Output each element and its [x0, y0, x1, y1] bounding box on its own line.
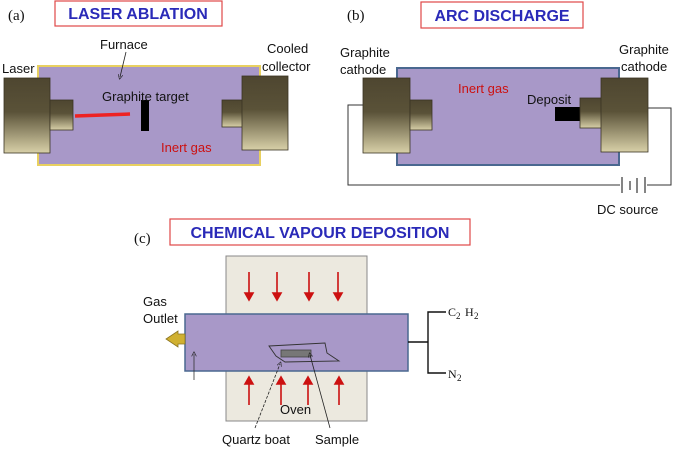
heat-arrows-top	[243, 272, 344, 302]
label-deposit: Deposit	[527, 92, 571, 107]
label-dc-source: DC source	[597, 202, 658, 217]
sample-pointer	[310, 355, 331, 429]
panel-cvd: (c) CHEMICAL VAPOUR DEPOSITION Gas Outle…	[134, 218, 479, 447]
right-cathode-body	[600, 77, 649, 153]
label-right-graphite: Graphite	[619, 42, 669, 57]
panel-letter-c: (c)	[134, 231, 151, 247]
circuit-wire-right	[647, 107, 672, 186]
n2-n: N	[448, 367, 457, 381]
left-cathode-tip	[409, 99, 433, 131]
heat-arrows-bottom	[243, 375, 345, 405]
label-inert-gas-a: Inert gas	[161, 140, 212, 155]
panel-letter-b: (b)	[347, 8, 365, 24]
panel-laser-ablation: (a) LASER ABLATION Laser Furnace Cooled …	[2, 0, 311, 166]
label-collector: collector	[262, 59, 311, 74]
label-sample: Sample	[315, 432, 359, 447]
c2h2-c-sub: 2	[456, 311, 461, 321]
furnace-pointer	[120, 51, 127, 77]
laser-beam	[74, 112, 131, 118]
label-oven: Oven	[280, 402, 311, 417]
quartz-boat-pointer	[254, 364, 280, 429]
panel-letter-a: (a)	[8, 8, 25, 24]
quartz-tube	[184, 313, 409, 372]
label-outlet: Outlet	[143, 311, 178, 326]
label-left-cathode: cathode	[340, 62, 386, 77]
collector-nozzle	[221, 99, 244, 128]
laser-source-nozzle	[49, 99, 74, 131]
circuit-wire-left	[347, 104, 620, 186]
title-box-b	[420, 1, 584, 29]
graphite-target	[141, 100, 149, 131]
label-right-cathode: cathode	[621, 59, 667, 74]
gas-inlet-lines	[408, 311, 446, 374]
label-furnace: Furnace	[100, 37, 148, 52]
n2-sub: 2	[457, 373, 462, 383]
label-c2h2: C 2 H 2	[448, 305, 479, 321]
collector-body	[241, 75, 289, 151]
c2h2-c: C	[448, 305, 456, 319]
deposit	[555, 107, 580, 121]
label-quartz-boat: Quartz boat	[222, 432, 290, 447]
left-cathode-body	[362, 77, 411, 154]
label-gas: Gas	[143, 294, 167, 309]
title-laser-ablation: LASER ABLATION	[68, 6, 208, 23]
label-graphite-target: Graphite target	[102, 89, 189, 104]
gas-outlet-arrow	[165, 330, 186, 348]
battery-symbol	[621, 177, 646, 193]
label-laser: Laser	[2, 61, 35, 76]
laser-source-body	[3, 77, 51, 154]
sample	[280, 349, 312, 358]
label-n2: N 2	[448, 367, 462, 383]
title-box-c	[169, 218, 471, 246]
c2h2-h: H	[465, 305, 474, 319]
label-cooled: Cooled	[267, 41, 308, 56]
title-cvd: CHEMICAL VAPOUR DEPOSITION	[191, 225, 450, 242]
quartz-boat	[268, 342, 341, 363]
label-inert-gas-b: Inert gas	[458, 81, 509, 96]
c2h2-h-sub: 2	[474, 311, 479, 321]
title-arc-discharge: ARC DISCHARGE	[434, 8, 569, 25]
title-box-a	[54, 0, 223, 27]
panel-arc-discharge: (b) ARC DISCHARGE Graphite cathode Graph…	[340, 1, 672, 217]
label-left-graphite: Graphite	[340, 45, 390, 60]
right-cathode-tip	[579, 97, 604, 129]
